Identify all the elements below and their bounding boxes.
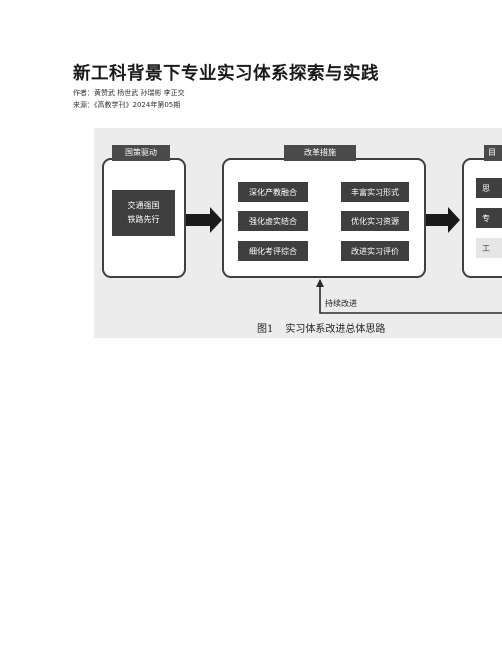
driver-panel-label: 国策驱动 xyxy=(112,145,170,161)
feedback-label: 持续改进 xyxy=(325,299,357,308)
article-title: 新工科背景下专业实习体系探索与实践 xyxy=(73,64,379,84)
goal-box-2: 专 xyxy=(476,208,502,228)
framework-figure: 国策驱动 交通强国 铁路先行 改革措施 深化产教融合 强化虚实结合 细化考评综合… xyxy=(94,128,502,338)
goals-panel-label: 目 xyxy=(484,145,502,161)
measure-box-3: 细化考评综合 xyxy=(238,241,308,261)
result-box-1: 丰富实习形式 xyxy=(341,182,409,202)
article-authors: 作者：黄赞武 杨世武 孙瑞彬 李正交 xyxy=(73,89,185,97)
goal-box-1: 思 xyxy=(476,178,502,198)
result-box-2: 优化实习资源 xyxy=(341,211,409,231)
result-box-3: 改进实习评价 xyxy=(341,241,409,261)
measures-to-goals-arrow xyxy=(426,207,460,233)
driver-to-measures-arrow xyxy=(186,207,222,233)
measure-box-2: 强化虚实结合 xyxy=(238,211,308,231)
driver-box-line1: 交通强国 xyxy=(127,201,160,210)
article-source: 来源：《高教学刊》2024年第05期 xyxy=(73,101,181,109)
feedback-loop-line xyxy=(316,279,502,314)
figure-caption-text: 实习体系改进总体思路 xyxy=(285,324,386,335)
driver-box-line2: 铁路先行 xyxy=(127,215,160,224)
measure-box-1: 深化产教融合 xyxy=(238,182,308,202)
driver-box: 交通强国 铁路先行 xyxy=(112,190,175,236)
figure-number: 图1 xyxy=(257,324,274,335)
figure-caption: 图1 实习体系改进总体思路 xyxy=(257,320,385,335)
goal-box-3: 工 xyxy=(476,238,502,258)
measures-panel-label: 改革措施 xyxy=(284,145,356,161)
